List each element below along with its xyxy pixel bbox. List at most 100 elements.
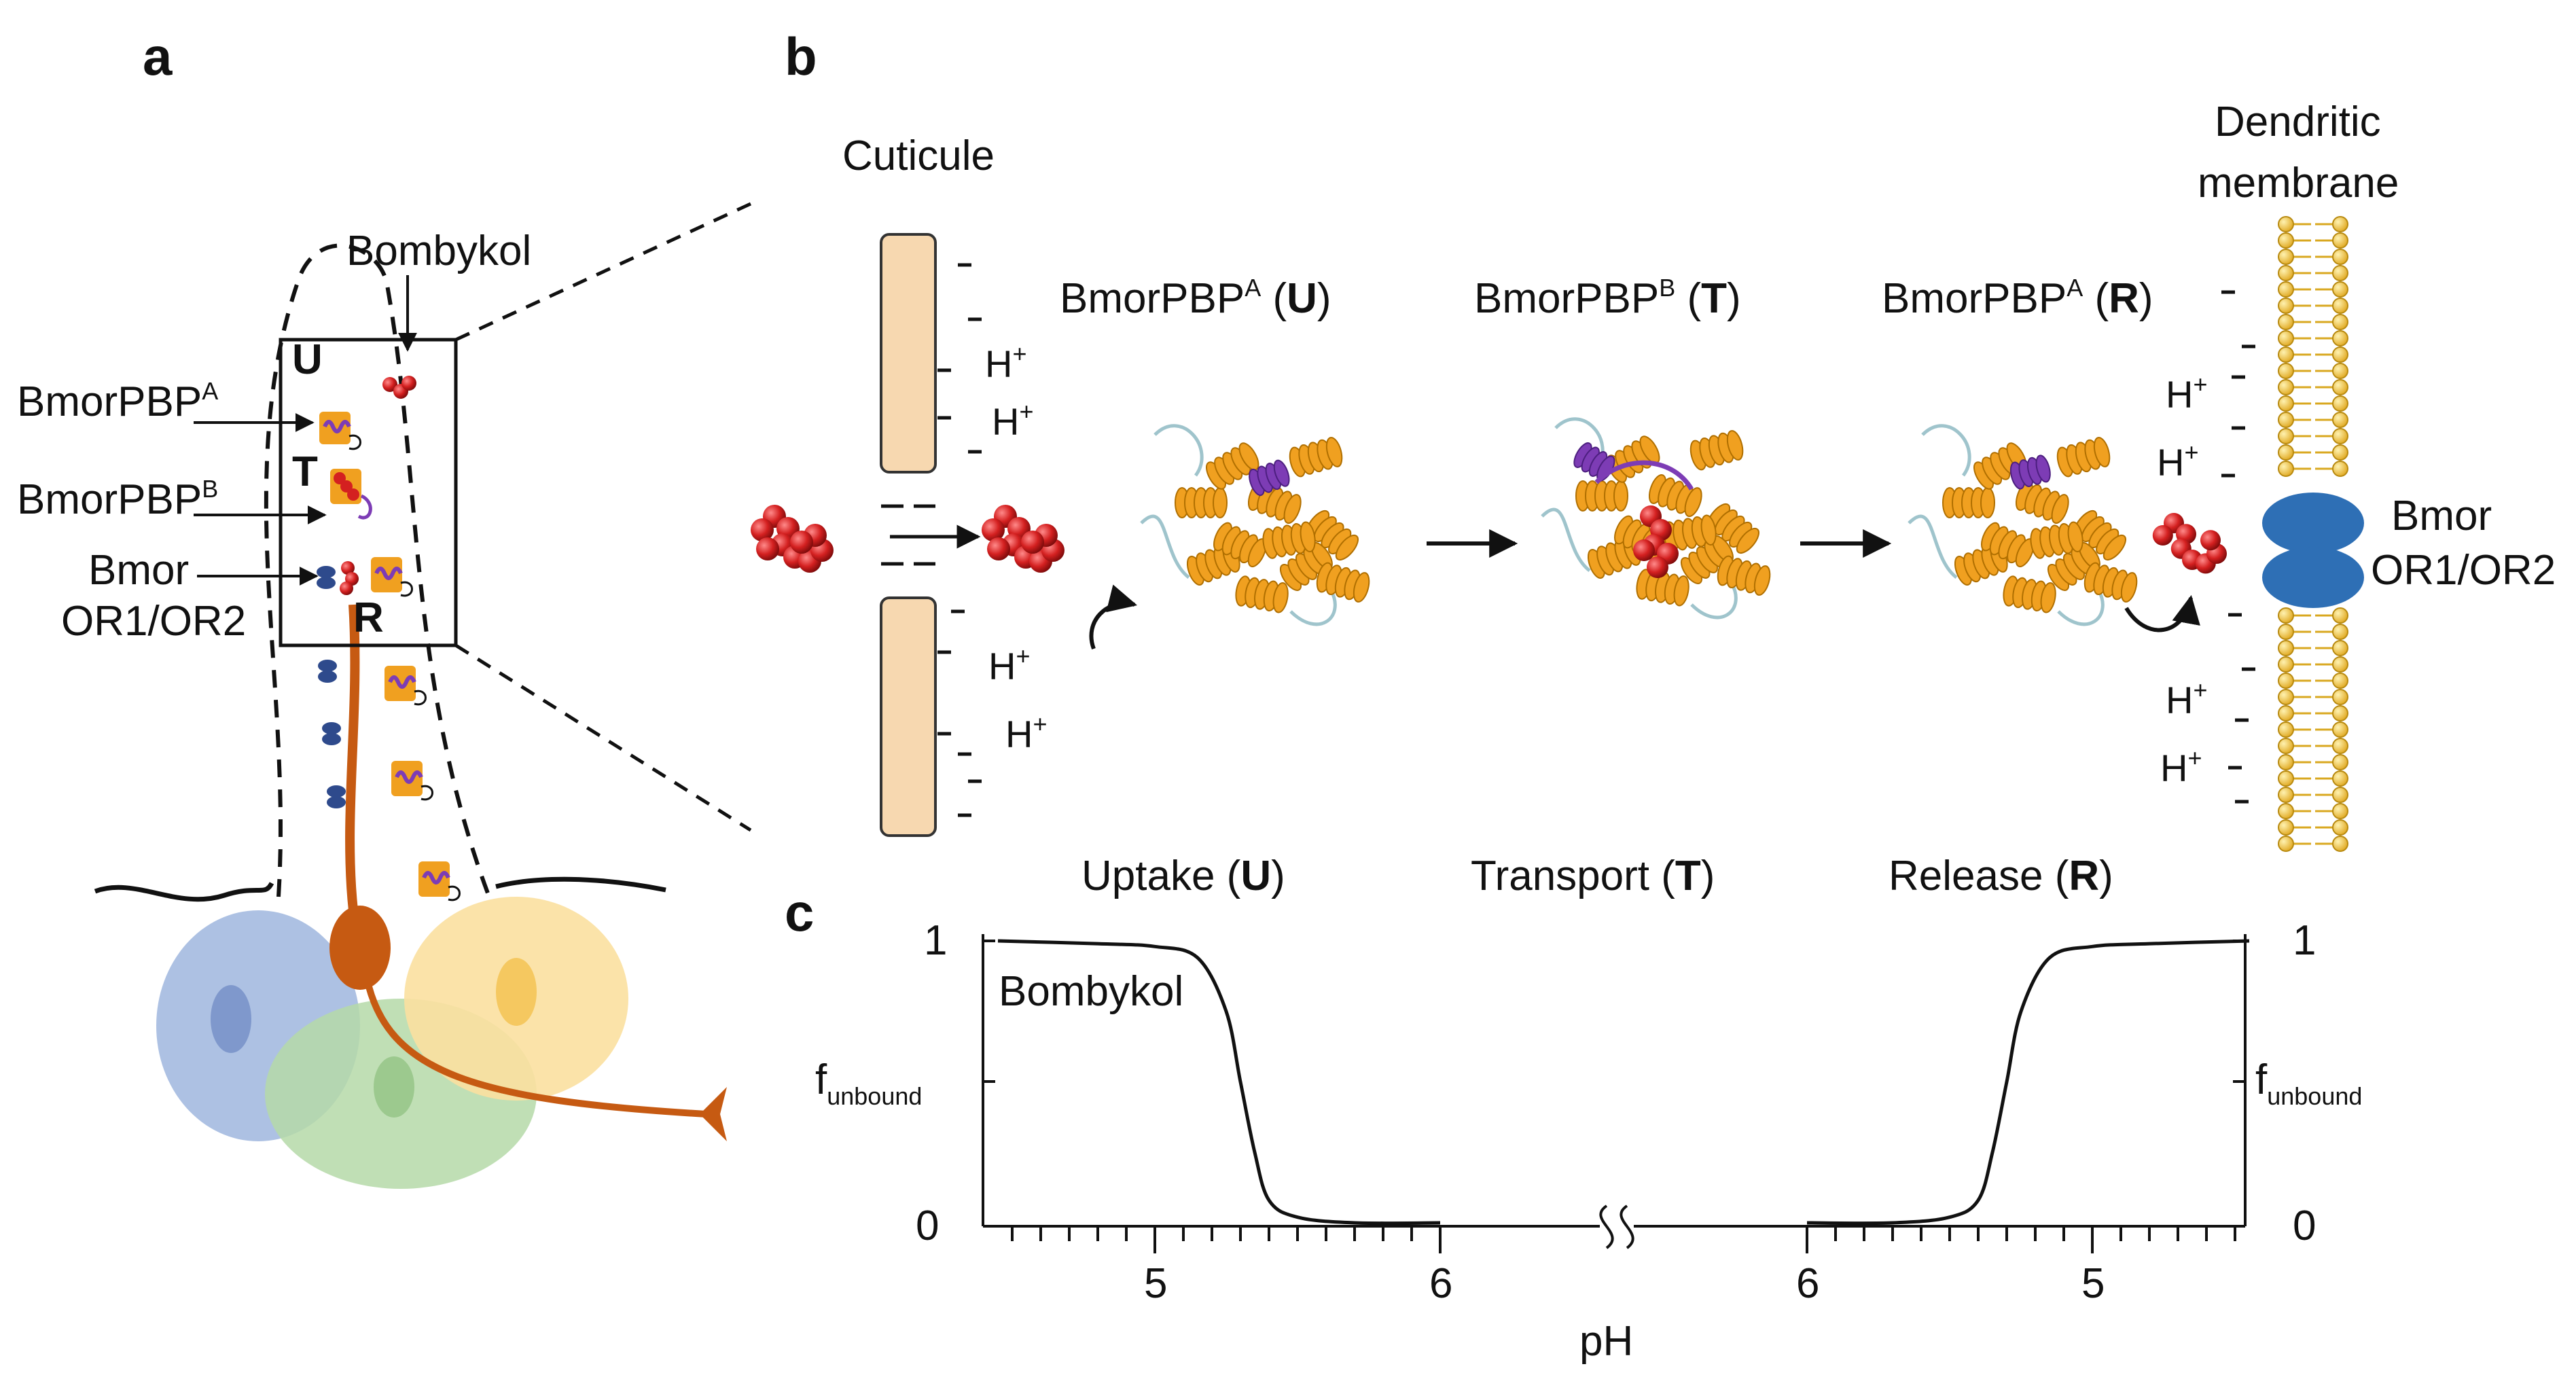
x-tick-label: 5 bbox=[1144, 1260, 1167, 1307]
dendritic-label-line2: membrane bbox=[2198, 160, 2399, 207]
pbp-glyphs bbox=[319, 412, 461, 901]
panel-a-label: a bbox=[143, 26, 173, 86]
lipid-head bbox=[2278, 738, 2294, 754]
coil-strand bbox=[1908, 424, 2105, 626]
lipid-head bbox=[2278, 803, 2294, 819]
lipid-head bbox=[2278, 656, 2294, 673]
lipid-head bbox=[2278, 330, 2294, 346]
lipid-head bbox=[2278, 770, 2294, 787]
y-label-right: funbound bbox=[2255, 1056, 2362, 1110]
alpha-helix bbox=[1206, 442, 1259, 490]
bombykol-beads-a bbox=[340, 376, 416, 595]
receptor-lower bbox=[2262, 547, 2364, 608]
lipid-head bbox=[2278, 314, 2294, 330]
plot-area bbox=[997, 939, 2250, 1226]
alpha-helix bbox=[1942, 487, 1995, 518]
alpha-helix bbox=[1235, 575, 1289, 613]
alpha-helix bbox=[1587, 535, 1641, 579]
bombykol-bead bbox=[1647, 556, 1668, 578]
receptor-markers bbox=[317, 566, 346, 808]
alpha-helix bbox=[1316, 562, 1370, 603]
or-label-line1: Bmor bbox=[88, 547, 189, 594]
axis-break bbox=[1599, 1204, 1634, 1249]
curve-bombykol-uptake bbox=[997, 939, 1441, 1226]
charge-dashes-membrane bbox=[2221, 290, 2255, 804]
inner-helix bbox=[1573, 442, 1615, 482]
lipid-head bbox=[2332, 314, 2348, 330]
panel-a: a bbox=[17, 26, 752, 1189]
lipid-head bbox=[2332, 673, 2348, 689]
protein-structure-uptake bbox=[1140, 424, 1370, 626]
lipid-head bbox=[2332, 461, 2348, 477]
x-tick-label: 6 bbox=[1429, 1260, 1452, 1307]
cuticle-block-bottom bbox=[880, 596, 937, 837]
neuron-soma bbox=[329, 906, 391, 990]
pbp-a-name: BmorPBP bbox=[17, 378, 202, 425]
lipid-head bbox=[2332, 412, 2348, 428]
lipid-head bbox=[2332, 705, 2348, 721]
protons-membrane: H+ H+ H+ H+ bbox=[2157, 370, 2207, 789]
bombykol-bead bbox=[2152, 525, 2173, 546]
inner-helix bbox=[1249, 459, 1290, 497]
lipid-head bbox=[2278, 689, 2294, 705]
charge-dashes-cuticle bbox=[937, 263, 982, 817]
zoom-line-top bbox=[454, 202, 752, 342]
y-label-left: funbound bbox=[815, 1056, 922, 1110]
x-axis-label: pH bbox=[1579, 1318, 1633, 1365]
x-tick-marks bbox=[1011, 1226, 2236, 1253]
lipid-head bbox=[2278, 673, 2294, 689]
lipid-head bbox=[2278, 232, 2294, 249]
svg-text:H+: H+ bbox=[992, 397, 1033, 443]
svg-text:H+: H+ bbox=[988, 642, 1030, 688]
lipid-head bbox=[2332, 379, 2348, 395]
release-heading: Release (R) bbox=[1889, 853, 2113, 899]
lipid-head bbox=[2332, 754, 2348, 770]
alpha-helix bbox=[2003, 575, 2056, 613]
zoom-box bbox=[279, 338, 458, 647]
or-label-line2: OR1/OR2 bbox=[61, 598, 246, 645]
alpha-helix bbox=[1689, 430, 1744, 471]
uptake-heading: Uptake (U) bbox=[1081, 853, 1285, 899]
lipid-head bbox=[2278, 412, 2294, 428]
c-terminal-strand bbox=[1594, 460, 1694, 490]
lipid-bilayer bbox=[2278, 216, 2348, 852]
bombykol-bead bbox=[982, 518, 1005, 541]
receptor-label-line2: OR1/OR2 bbox=[2371, 547, 2556, 594]
bombykol-bead bbox=[756, 537, 779, 560]
pbp-b-name: BmorPBP bbox=[17, 476, 202, 523]
alpha-helix bbox=[2083, 562, 2138, 603]
lipid-head bbox=[2332, 640, 2348, 656]
curve-label: Bombykol bbox=[999, 968, 1183, 1015]
alpha-helix bbox=[2030, 521, 2083, 559]
ytick-right-top: 1 bbox=[2293, 917, 2316, 964]
lipid-head bbox=[2278, 298, 2294, 314]
lipid-head bbox=[2278, 281, 2294, 298]
lipid-head bbox=[2278, 705, 2294, 721]
x-tick-label: 6 bbox=[1796, 1260, 1819, 1307]
lipid-head bbox=[2332, 216, 2348, 232]
lipid-head bbox=[2332, 232, 2348, 249]
pbp-b-label: BmorPBPB bbox=[17, 475, 218, 523]
alpha-helix bbox=[1575, 480, 1628, 512]
cuticle-surface-left bbox=[94, 882, 274, 902]
alpha-helix bbox=[2056, 437, 2111, 478]
alpha-helix bbox=[1213, 522, 1267, 568]
state-u-letter: U bbox=[292, 336, 323, 383]
lipid-head bbox=[2332, 298, 2348, 314]
lipid-head bbox=[2332, 624, 2348, 640]
dendritic-label-line1: Dendritic bbox=[2215, 99, 2381, 145]
ytick-left-bottom: 0 bbox=[916, 1202, 939, 1249]
lipid-head bbox=[2278, 721, 2294, 738]
release-curve-arrow bbox=[2124, 594, 2200, 632]
zoom-line-bottom bbox=[454, 643, 752, 832]
protein-structure-release bbox=[1908, 424, 2138, 626]
bombykol-outside bbox=[751, 505, 834, 573]
cell-nucleus-yellow bbox=[496, 958, 537, 1026]
cuticle-surface-right bbox=[495, 876, 666, 893]
inner-helix bbox=[2009, 454, 2051, 490]
cuticule-label: Cuticule bbox=[842, 132, 995, 179]
lipid-head bbox=[2332, 770, 2348, 787]
bombykol-bead bbox=[790, 531, 813, 554]
ytick-right-bottom: 0 bbox=[2293, 1202, 2316, 1249]
